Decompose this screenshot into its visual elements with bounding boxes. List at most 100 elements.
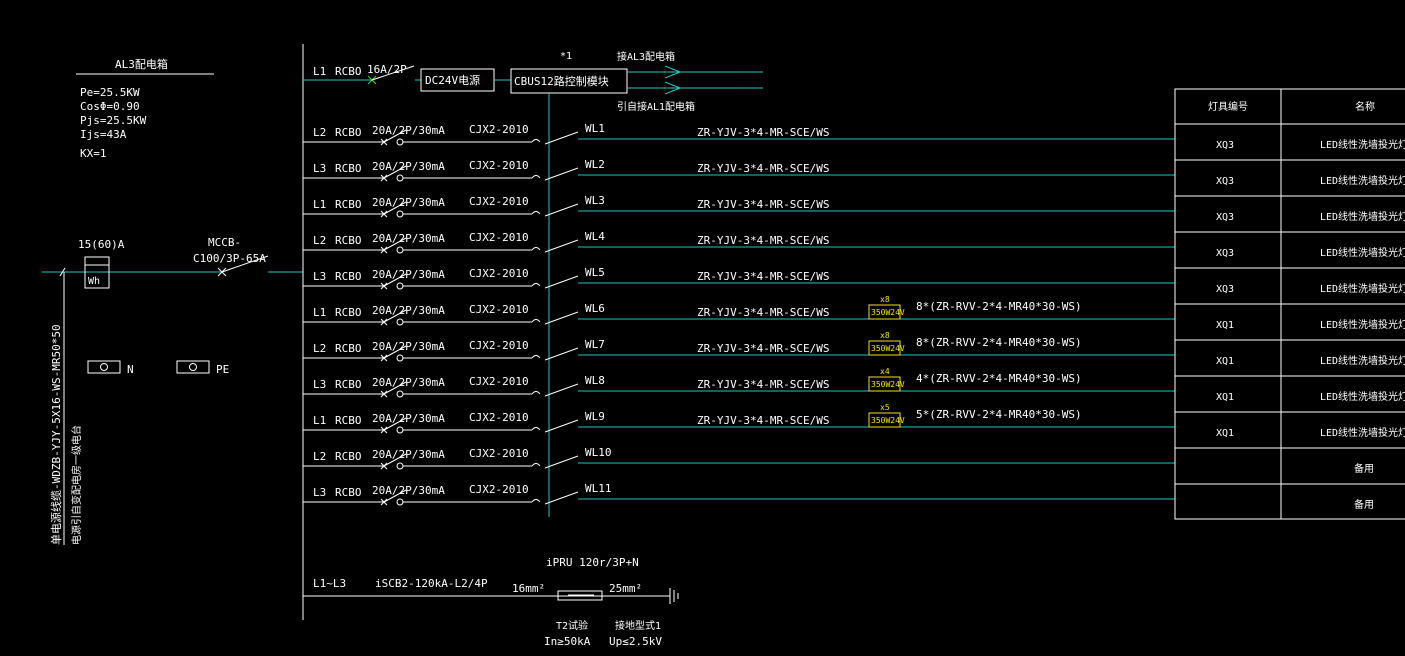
table-cell-name: LED线性洗墙投光灯 xyxy=(1320,246,1405,259)
contactor-coil-symbol xyxy=(531,499,541,503)
pe-terminal-label: PE xyxy=(216,363,229,376)
circuit-rating: 20A/2P/30mA xyxy=(372,484,445,497)
control-phase: L1 xyxy=(313,65,326,78)
table-cell-code: XQ3 xyxy=(1216,284,1234,295)
table-row: XQ1 LED线性洗墙投光灯 xyxy=(1175,354,1405,377)
table-header-code: 灯具编号 xyxy=(1208,100,1248,113)
circuit-rating: 20A/2P/30mA xyxy=(372,124,445,137)
circuit-id: WL2 xyxy=(585,158,605,171)
meter-rating: 15(60)A xyxy=(78,238,125,251)
breaker-blade xyxy=(383,453,407,467)
board-title: AL3配电箱 xyxy=(115,57,168,71)
contactor-coil-symbol xyxy=(531,175,541,179)
n-terminal-label: N xyxy=(127,363,134,376)
circuit-breaker: RCBO xyxy=(335,414,362,427)
circuit-id: WL7 xyxy=(585,338,605,351)
contactor-blade xyxy=(544,383,579,397)
table-cell-name: LED线性洗墙投光灯 xyxy=(1320,390,1405,403)
circuit-phase: L2 xyxy=(313,126,326,139)
circuit-breaker: RCBO xyxy=(335,378,362,391)
energy-meter xyxy=(84,256,110,289)
rcd-symbol xyxy=(396,210,404,218)
board-param-kx: KX=1 xyxy=(80,147,107,160)
circuit-branch-cable: 8*(ZR-RVV-2*4-MR40*30-WS) xyxy=(916,336,1082,349)
spd-ground-label: 接地型式1 xyxy=(615,619,661,632)
circuit-id: WL5 xyxy=(585,266,605,279)
board-param-ijs: Ijs=43A xyxy=(80,128,127,141)
circuit-phase: L2 xyxy=(313,450,326,463)
contactor-blade xyxy=(544,455,579,469)
rcd-symbol xyxy=(396,498,404,506)
contactor-coil-symbol xyxy=(531,391,541,395)
circuit-breaker: RCBO xyxy=(335,486,362,499)
circuit-contactor: CJX2-2010 xyxy=(469,375,529,388)
circuit-contactor: CJX2-2010 xyxy=(469,123,529,136)
circuit-id: WL1 xyxy=(585,122,605,135)
circuit-contactor: CJX2-2010 xyxy=(469,267,529,280)
led-driver-box xyxy=(868,340,901,356)
breaker-blade xyxy=(383,165,407,179)
contactor-blade xyxy=(544,131,579,145)
control-mark: *1 xyxy=(560,51,572,62)
table-cell-name: LED线性洗墙投光灯 xyxy=(1320,210,1405,223)
spd-current: In≥50kA xyxy=(544,635,591,648)
table-cell-name: LED线性洗墙投光灯 xyxy=(1320,318,1405,331)
circuit-phase: L3 xyxy=(313,162,326,175)
table-cell-name: LED线性洗墙投光灯 xyxy=(1320,354,1405,367)
surge-protection-section: L1~L3 iSCB2-120kA-L2/4P iPRU 120r/3P+N 1… xyxy=(303,556,679,648)
led-driver-box xyxy=(868,304,901,320)
led-driver-label: 350W24V xyxy=(871,308,905,317)
spd-device: iPRU 120r/3P+N xyxy=(546,556,639,569)
control-breaker: RCBO xyxy=(335,65,362,78)
contactor-coil-symbol xyxy=(531,247,541,251)
table-row: XQ3 LED线性洗墙投光灯 xyxy=(1175,210,1405,233)
rcd-symbol xyxy=(396,354,404,362)
circuit-rating: 20A/2P/30mA xyxy=(372,448,445,461)
board-param-cos: CosΦ=0.90 xyxy=(80,100,140,113)
table-cell-code: XQ3 xyxy=(1216,212,1234,223)
rcd-symbol xyxy=(396,138,404,146)
led-driver-label: 350W24V xyxy=(871,380,905,389)
table-cell-code: XQ1 xyxy=(1216,356,1234,367)
circuit-contactor: CJX2-2010 xyxy=(469,303,529,316)
incoming-tick xyxy=(59,267,66,277)
n-terminal-hole xyxy=(100,363,108,371)
circuit-phase: L1 xyxy=(313,198,326,211)
circuit-rating: 20A/2P/30mA xyxy=(372,340,445,353)
led-driver-mark: x4 xyxy=(880,367,890,376)
led-driver-box xyxy=(868,412,901,428)
circuit-id: WL9 xyxy=(585,410,605,423)
control-row: L1 RCBO 16A/2P DC24V电源 CBUS12路控制模块 *1 接A… xyxy=(303,50,763,113)
pe-terminal xyxy=(176,360,210,374)
mccb-label-line1: MCCB- xyxy=(208,236,241,249)
circuit-cable: ZR-YJV-3*4-MR-SCE/WS xyxy=(697,234,829,247)
rcd-symbol xyxy=(396,426,404,434)
table-row: XQ3 LED线性洗墙投光灯 xyxy=(1175,246,1405,269)
circuit-id: WL6 xyxy=(585,302,605,315)
table-cell-name: 备用 xyxy=(1354,498,1374,511)
contactor-coil-symbol xyxy=(531,319,541,323)
control-to-label: 接AL3配电箱 xyxy=(617,50,675,63)
contactor-coil-symbol xyxy=(531,139,541,143)
contactor-coil-symbol xyxy=(531,427,541,431)
led-driver-box xyxy=(868,376,901,392)
circuit-rating: 20A/2P/30mA xyxy=(372,160,445,173)
table-row: 备用 xyxy=(1175,462,1405,485)
circuit-rating: 20A/2P/30mA xyxy=(372,232,445,245)
breaker-blade xyxy=(383,237,407,251)
circuit-breaker: RCBO xyxy=(335,270,362,283)
circuit-contactor: CJX2-2010 xyxy=(469,195,529,208)
circuit-phase: L1 xyxy=(313,414,326,427)
table-cell-code: XQ3 xyxy=(1216,248,1234,259)
control-rating: 16A/2P xyxy=(367,63,407,76)
led-driver-label: 350W24V xyxy=(871,344,905,353)
led-driver-mark: x8 xyxy=(880,295,890,304)
